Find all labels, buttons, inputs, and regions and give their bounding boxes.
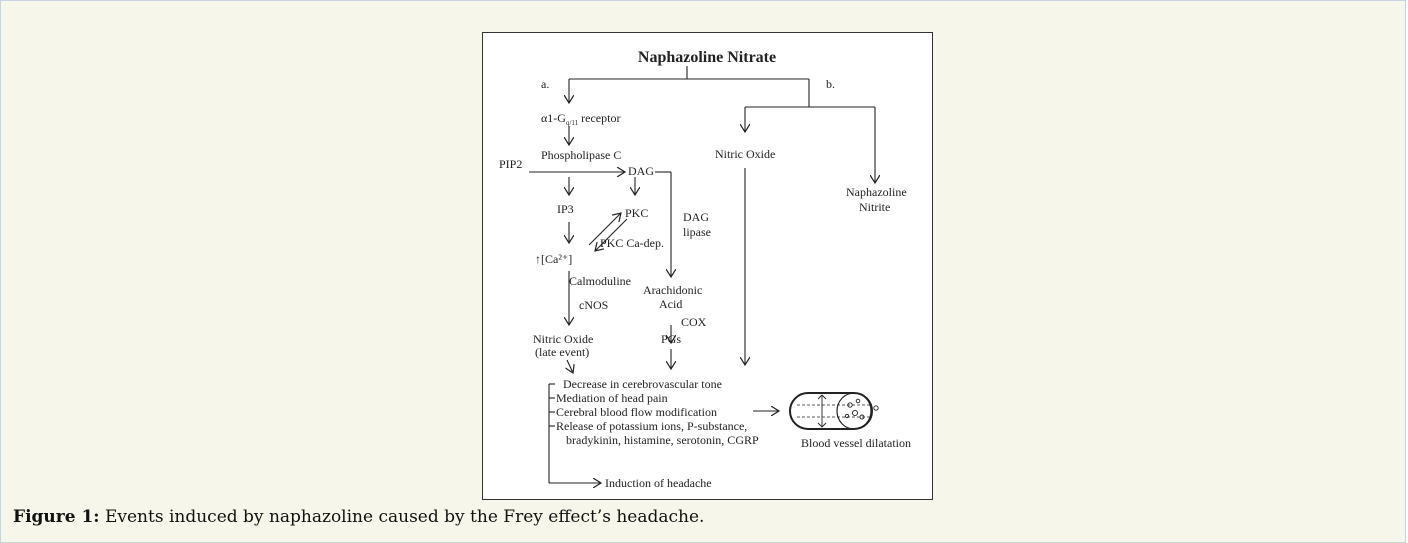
effect-item: Cerebral blood flow modification [556,405,717,419]
naphazoline-nitrite-2: Nitrite [859,200,890,214]
calmoduline-label: Calmoduline [569,274,631,288]
branch-a-label: a. [541,77,549,91]
pathway-diagram: Naphazoline Nitrate a. b. α1-Gq/11 recep… [499,49,911,490]
nitric-oxide-late-2: (late event) [535,345,589,359]
pgs-label: PGs [661,332,681,346]
dag-lipase-label-1: DAG [683,210,709,224]
cnos-label: cNOS [579,298,608,312]
effect-item: Decrease in cerebrovascular tone [563,377,722,391]
dag-label: DAG [628,164,654,178]
nitric-oxide-label: Nitric Oxide [715,147,775,161]
arachidonic-label-2: Acid [659,297,682,311]
naphazoline-nitrite-1: Naphazoline [846,185,907,199]
pip2-label: PIP2 [499,157,522,171]
vessel-label: Blood vessel dilatation [801,436,911,450]
receptor-label: α1-Gq/11 receptor [541,111,620,127]
pkc-ca-dep-label: PKC Ca-dep. [600,236,664,250]
cox-label: COX [681,315,707,329]
effect-item: Release of potassium ions, P-substance, [556,419,747,433]
calcium-label: ↑[Ca²⁺] [535,252,572,266]
caption-text: Events induced by naphazoline caused by … [99,507,705,527]
ip3-label: IP3 [557,202,574,216]
dag-lipase-label-2: lipase [683,225,711,239]
effect-item: bradykinin, histamine, serotonin, CGRP [566,433,759,447]
diagram-title: Naphazoline Nitrate [638,49,776,66]
branch-b-label: b. [826,77,835,91]
phospholipase-label: Phospholipase C [541,148,621,162]
diagram-frame: Naphazoline Nitrate a. b. α1-Gq/11 recep… [482,32,933,500]
nitric-oxide-late-1: Nitric Oxide [533,332,593,346]
pkc-label: PKC [625,206,648,220]
caption-label: Figure 1: [13,507,100,527]
figure-caption: Figure 1: Events induced by naphazoline … [13,507,704,527]
headache-label: Induction of headache [605,476,712,490]
arachidonic-label-1: Arachidonic [643,283,702,297]
effect-item: Mediation of head pain [556,391,668,405]
